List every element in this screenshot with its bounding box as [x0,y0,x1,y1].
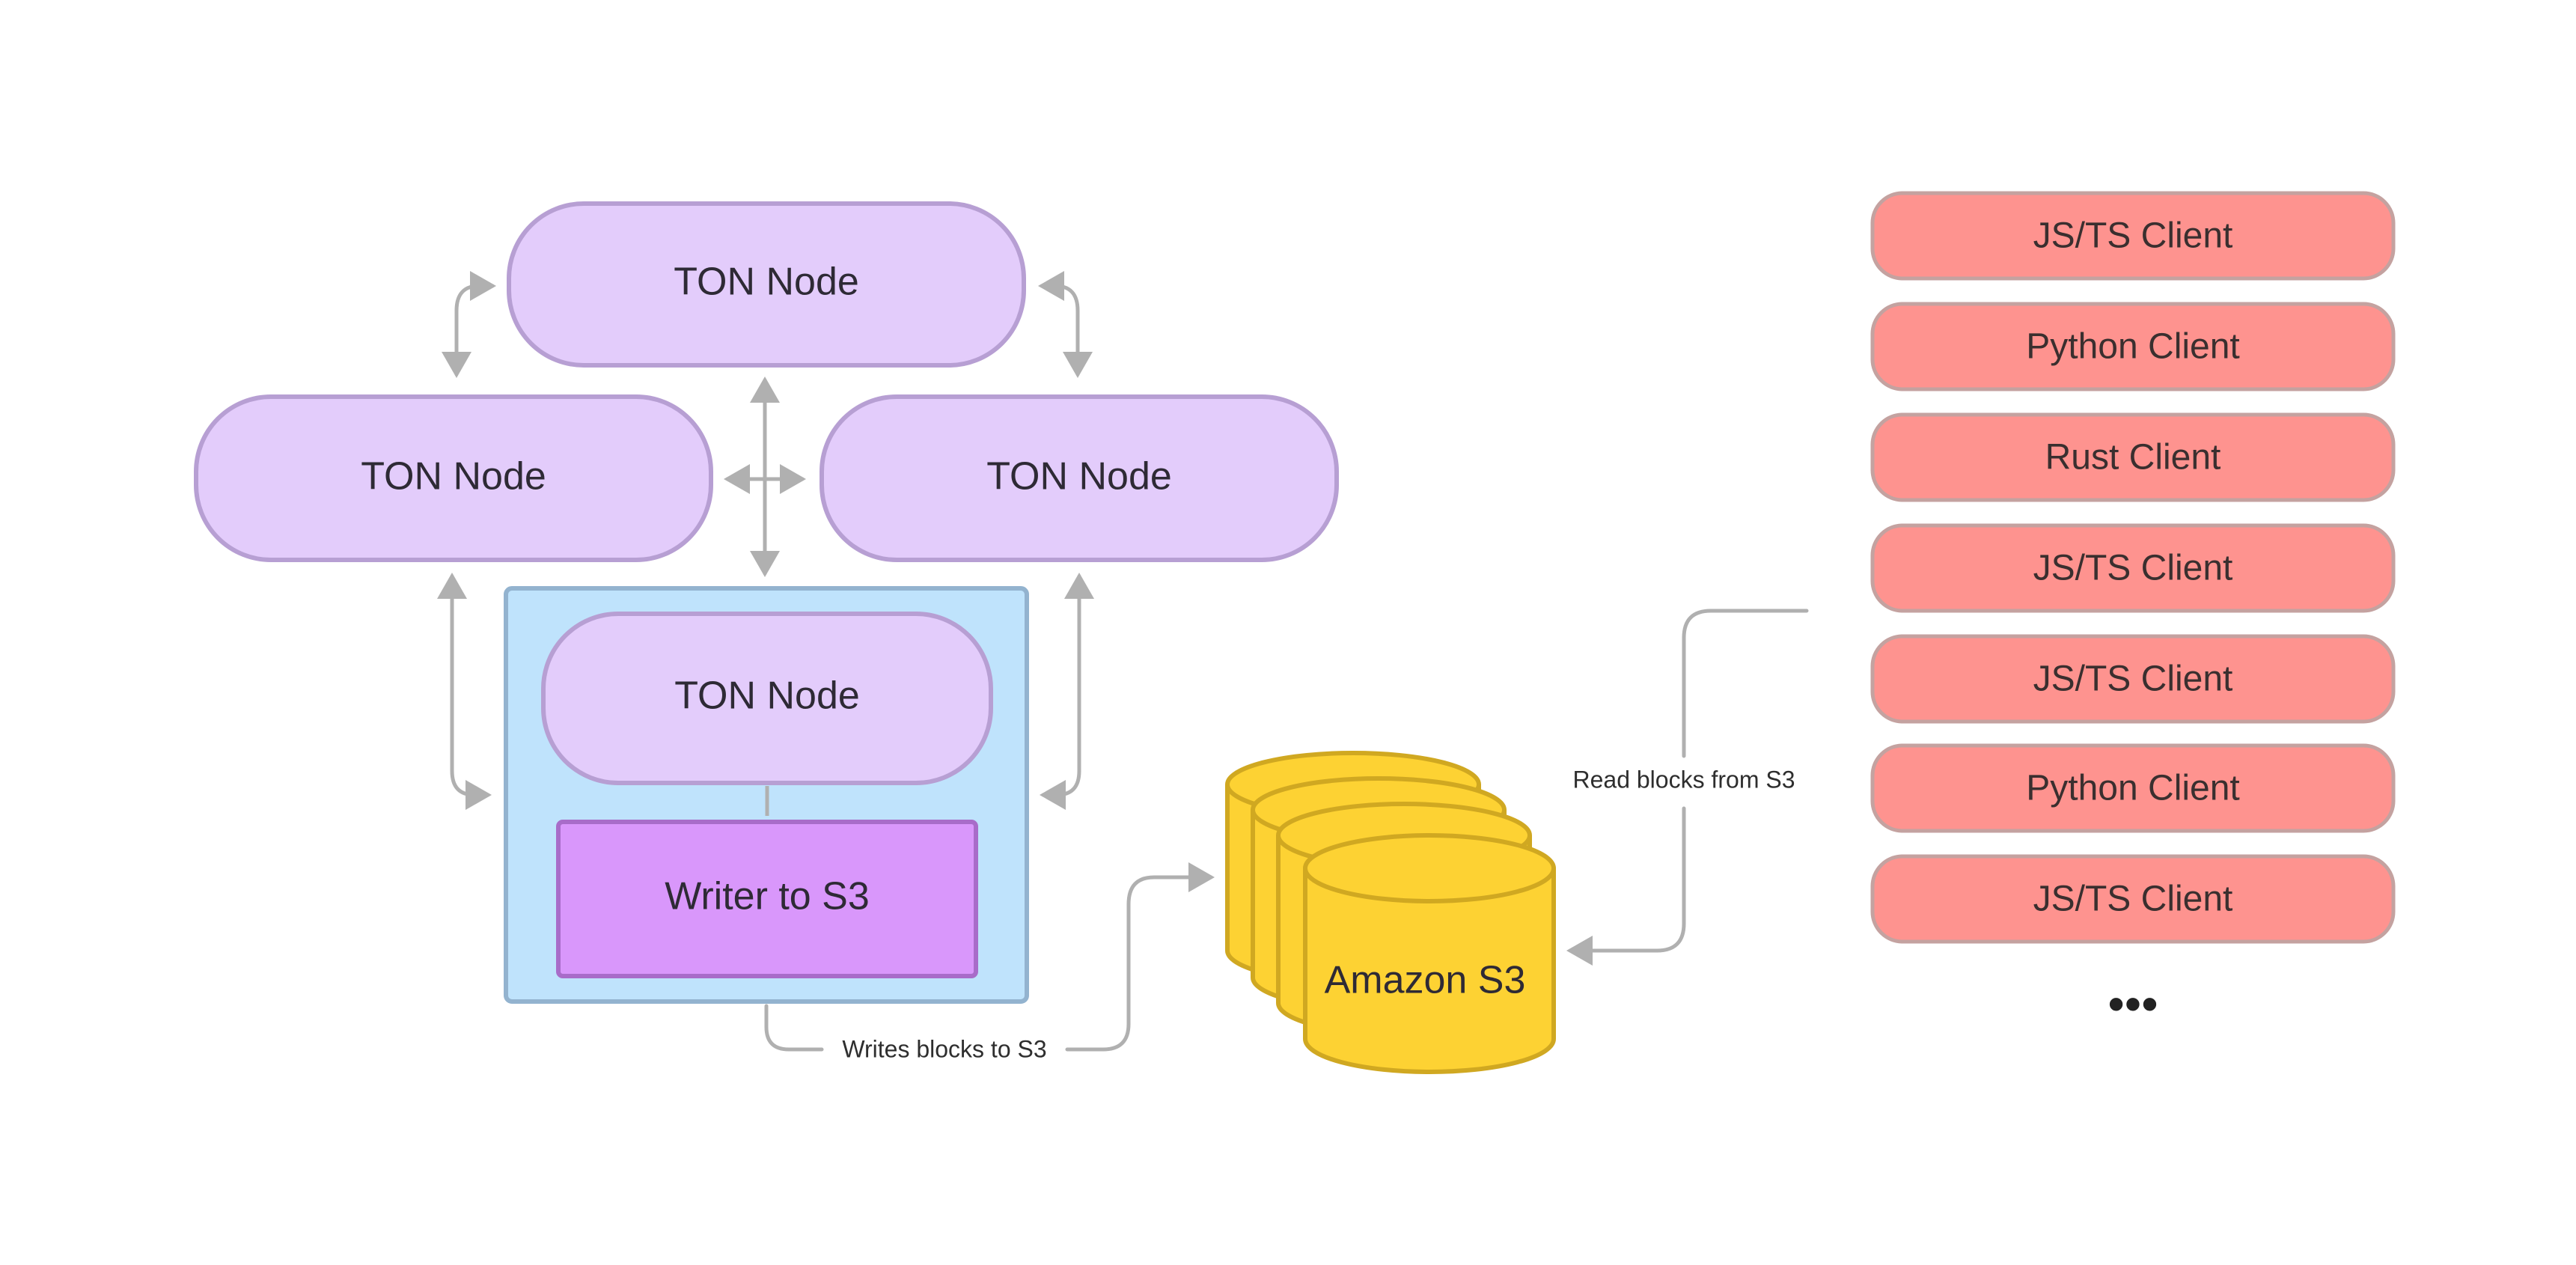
client-label: JS/TS Client [2033,216,2233,256]
writes-arrow-end [1065,862,1215,1052]
reads-arrow-start [1682,609,1809,758]
arrow-top-left [442,271,496,378]
ton-node-right: TON Node [820,394,1339,562]
ton-node-label: TON Node [361,455,546,499]
client-item: JS/TS Client [1870,191,2396,281]
writer-box [556,820,978,978]
client-item: Python Client [1870,743,2396,833]
client-item: Rust Client [1870,412,2396,502]
client-label: JS/TS Client [2033,659,2233,699]
reads-edge: Read blocks from S3 [1566,609,1809,966]
ton-node-label: TON Node [986,455,1172,499]
client-item: JS/TS Client [1870,634,2396,724]
client-label: Python Client [2026,769,2240,808]
writes-label: Writes blocks to S3 [842,1035,1046,1062]
writes-edge: Writes blocks to S3 [764,862,1215,1062]
client-label: JS/TS Client [2033,549,2233,588]
client-item: Python Client [1870,302,2396,391]
s3-label: Amazon S3 [1325,959,1526,1002]
ton-node-writer [541,612,993,785]
reads-arrow-end [1566,806,1686,966]
client-label: Python Client [2026,327,2240,367]
ton-node-left: TON Node [194,394,713,562]
ton-node-label: TON Node [674,260,859,304]
amazon-s3-icon: Amazon S3 [1225,751,1556,1074]
s3-cylinder-front [1303,833,1556,1074]
writer-cluster: TON Node Writer to S3 [504,586,1029,1004]
client-item: JS/TS Client [1870,523,2396,613]
node-connectors [437,271,1094,810]
arrow-bottom-left [437,573,492,810]
client-item: JS/TS Client [1870,854,2396,944]
client-label: Rust Client [2045,438,2221,478]
reads-label: Read blocks from S3 [1572,766,1795,793]
ton-node-top: TON Node [507,201,1026,368]
arrow-top-right [1038,271,1093,378]
arrow-bottom-right [1040,573,1094,810]
writer-label: Writer to S3 [665,875,870,918]
more-clients-ellipsis: ••• [2108,977,2158,1031]
ton-node-label: TON Node [674,674,860,718]
client-label: JS/TS Client [2033,880,2233,919]
writes-arrow-start [764,1004,824,1052]
clients-column: JS/TS Client Python Client Rust Client J… [1870,191,2396,1031]
